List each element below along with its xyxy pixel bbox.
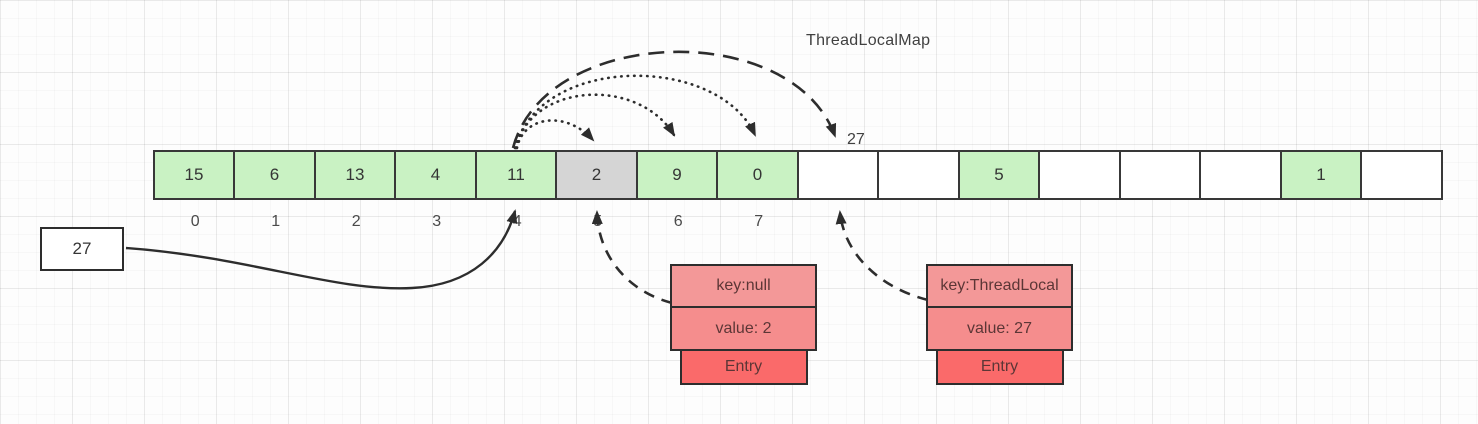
- probe-arc-slot8: [511, 50, 837, 149]
- array-cell: [1118, 150, 1202, 200]
- diagram-title: ThreadLocalMap: [806, 32, 931, 49]
- array-cell: [1038, 150, 1121, 200]
- index-label: 1: [271, 213, 281, 230]
- entry-key-cell: key:null: [672, 266, 815, 308]
- array-cell: 11: [474, 150, 558, 200]
- probe-value: 27: [72, 239, 92, 258]
- index-label: 7: [754, 213, 764, 230]
- probe-value-box: 27: [40, 227, 124, 271]
- array-cell: 9: [635, 150, 719, 200]
- array-cell: 6: [233, 150, 316, 200]
- array-cell: 2: [555, 150, 638, 200]
- probe-arc-slot5: [515, 119, 595, 150]
- slot8-insert-label: 27: [847, 131, 865, 148]
- entry-tag: Entry: [935, 351, 1064, 385]
- index-label: 6: [673, 213, 683, 230]
- array-cell: 5: [957, 150, 1041, 200]
- entry-key-null: key:null value: 2 Entry: [670, 264, 817, 385]
- index-label: 0: [190, 213, 200, 230]
- array-cell: 1: [1279, 150, 1363, 200]
- array-cell: [1199, 150, 1282, 200]
- array-cell: 4: [394, 150, 477, 200]
- array-cell: 13: [313, 150, 397, 200]
- entry-tag: Entry: [679, 351, 808, 385]
- probe-arc-slot7: [513, 74, 757, 150]
- index-label-row: 0 1 2 3 4 5 6 7: [155, 213, 1443, 233]
- entry-key-threadlocal: key:ThreadLocal value: 27 Entry: [926, 264, 1073, 385]
- entry-key-cell: key:ThreadLocal: [928, 266, 1071, 308]
- array-cell: [1360, 150, 1443, 200]
- array-cell: 15: [152, 150, 236, 200]
- array-cell: [877, 150, 960, 200]
- index-label: 2: [351, 213, 361, 230]
- entry-value-cell: value: 27: [928, 308, 1071, 349]
- hash-array: 15 6 13 4 11 2 9 0 5 1: [152, 150, 1443, 200]
- array-cell: [796, 150, 880, 200]
- index-label: 5: [593, 213, 603, 230]
- index-label: 4: [512, 213, 522, 230]
- probe-arc-slot6: [514, 93, 676, 150]
- entry-value-cell: value: 2: [672, 308, 815, 349]
- array-cell: 0: [716, 150, 799, 200]
- index-label: 3: [432, 213, 442, 230]
